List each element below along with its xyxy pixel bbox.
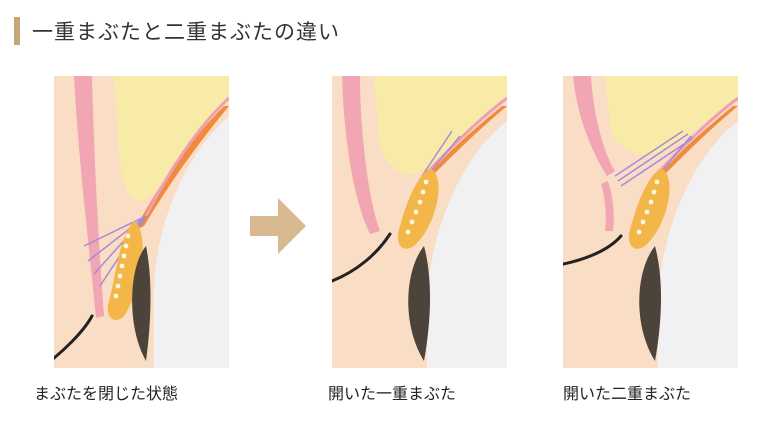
page-title-block: 一重まぶたと二重まぶたの違い bbox=[14, 16, 340, 46]
arrow-right-icon bbox=[250, 198, 306, 258]
orbicularis-lower bbox=[601, 181, 614, 231]
eyelash bbox=[563, 234, 623, 266]
diagram-closed-eyelid bbox=[54, 76, 229, 368]
meibomian-glands bbox=[405, 179, 429, 235]
skin-fold-line bbox=[144, 96, 229, 217]
ligament-fibers bbox=[421, 130, 461, 177]
caption-open-double-eyelid: 開いた二重まぶた bbox=[563, 384, 692, 403]
levator-muscle bbox=[134, 106, 229, 231]
diagram-open-single-eyelid bbox=[332, 76, 507, 368]
eyeball bbox=[154, 116, 229, 368]
tarsal-plate bbox=[397, 168, 439, 249]
page-title: 一重まぶたと二重まぶたの違い bbox=[32, 20, 340, 44]
fat-pad bbox=[605, 76, 738, 155]
meibomian-glands bbox=[113, 233, 131, 299]
diagram-open-double-eyelid bbox=[563, 76, 738, 368]
fat-pad bbox=[374, 76, 507, 175]
cornea bbox=[408, 246, 430, 361]
meibomian-glands bbox=[636, 179, 660, 235]
tarsal-plate bbox=[628, 168, 670, 249]
skin-fold-line bbox=[422, 96, 507, 178]
eyelash bbox=[54, 314, 94, 360]
orbicularis-muscle bbox=[342, 76, 380, 234]
orbicularis-muscle bbox=[573, 76, 615, 176]
eyelash bbox=[332, 232, 392, 283]
cornea bbox=[639, 246, 661, 361]
caption-open-single-eyelid: 開いた一重まぶた bbox=[328, 384, 457, 403]
eyeball bbox=[427, 121, 507, 368]
levator-muscle bbox=[651, 106, 738, 186]
orbicularis-muscle bbox=[74, 76, 104, 318]
caption-closed-eyelid: まぶたを閉じた状態 bbox=[34, 384, 179, 403]
fat-pad bbox=[114, 76, 229, 201]
title-accent-bar bbox=[14, 17, 20, 45]
skin-fold-line bbox=[653, 96, 738, 178]
cornea bbox=[132, 246, 151, 361]
levator-muscle bbox=[420, 106, 507, 186]
ligament-fibers bbox=[614, 130, 694, 187]
eyeball bbox=[658, 121, 738, 368]
